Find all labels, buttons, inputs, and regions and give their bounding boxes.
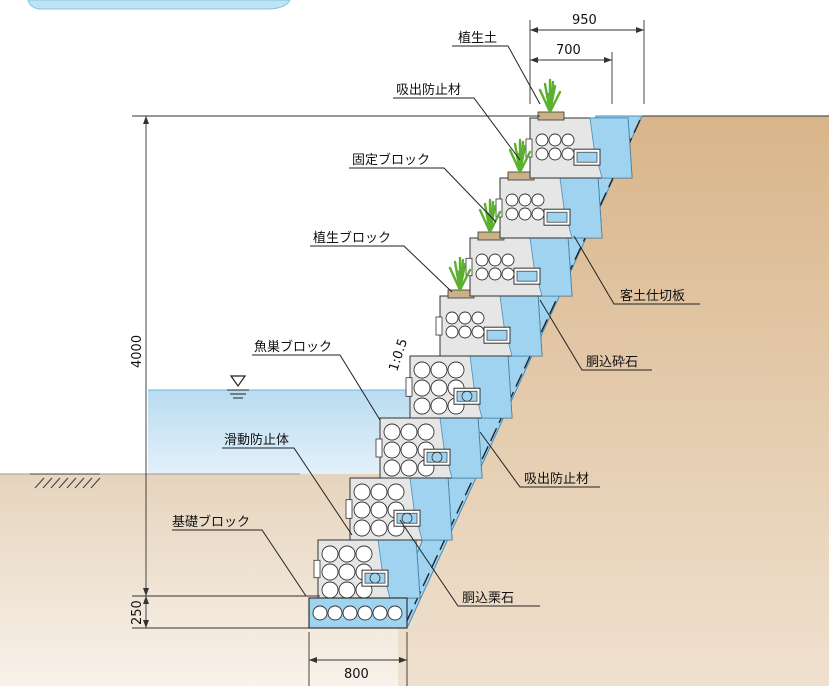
filter-sheet-line — [404, 119, 641, 626]
water-body — [148, 390, 410, 474]
label-crushed-stone: 胴込砕石 — [586, 355, 638, 370]
dim-base-width: 800 — [344, 667, 369, 682]
ground-hatch-symbol — [30, 473, 101, 489]
water-level-symbol — [227, 375, 249, 399]
label-topsoil: 植生土 — [458, 31, 497, 46]
label-foundation-block: 基礎ブロック — [172, 514, 250, 530]
label-anti-sliding: 滑動防止体 — [224, 432, 289, 448]
backfill-soil — [398, 116, 829, 686]
dimension-lines — [132, 20, 645, 686]
dim-base-height: 250 — [130, 600, 145, 625]
dimension-arrows — [143, 27, 644, 663]
label-anti-suction-top: 吸出防止材 — [396, 82, 461, 98]
slope-label: 1:0.5 — [387, 337, 412, 373]
header-tab-decoration — [27, 0, 291, 10]
label-anti-suction-right: 吸出防止材 — [524, 471, 589, 487]
block-stack — [313, 111, 633, 599]
label-partition-plate: 客土仕切板 — [620, 288, 685, 304]
label-vegetation-block: 植生ブロック — [313, 230, 391, 246]
dim-top-width: 950 — [572, 13, 597, 28]
label-fixed-block: 固定ブロック — [352, 152, 430, 168]
dim-height: 4000 — [130, 335, 145, 368]
label-fish-nest-block: 魚巣ブロック — [254, 339, 332, 355]
leader-lines — [172, 45, 700, 607]
dim-top-inner-width: 700 — [556, 43, 581, 58]
label-cobblestone: 胴込栗石 — [462, 591, 514, 606]
